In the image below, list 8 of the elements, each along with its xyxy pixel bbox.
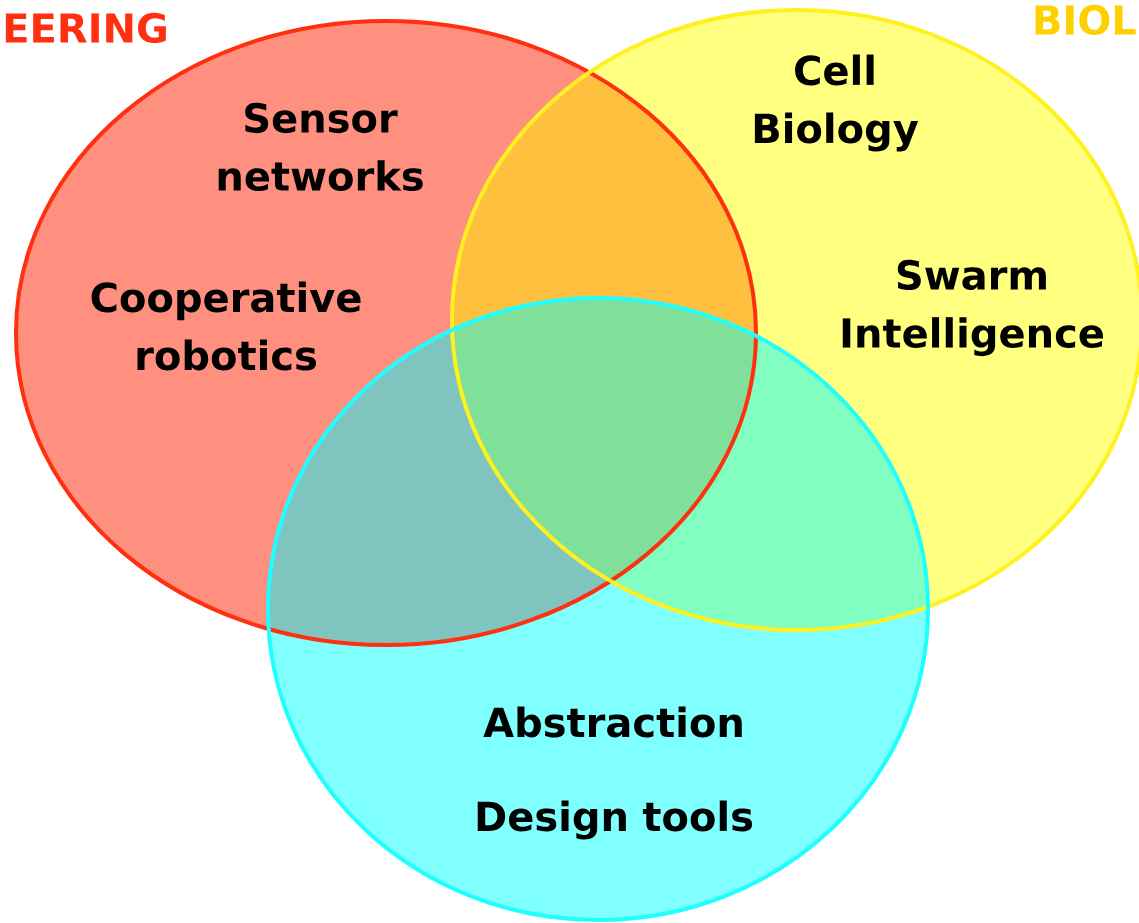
circle-label: Design tools — [477, 800, 753, 840]
region-heading: EERING — [5, 12, 166, 44]
region-heading: BIOL — [1035, 4, 1136, 36]
circle-label: Cell Biology — [754, 54, 919, 152]
circle-label: Cooperative robotics — [91, 281, 361, 371]
circle-label: Swarm Intelligence — [842, 259, 1103, 357]
circle-label: Sensor networks — [218, 102, 423, 192]
circle-label: Abstraction — [483, 706, 742, 738]
